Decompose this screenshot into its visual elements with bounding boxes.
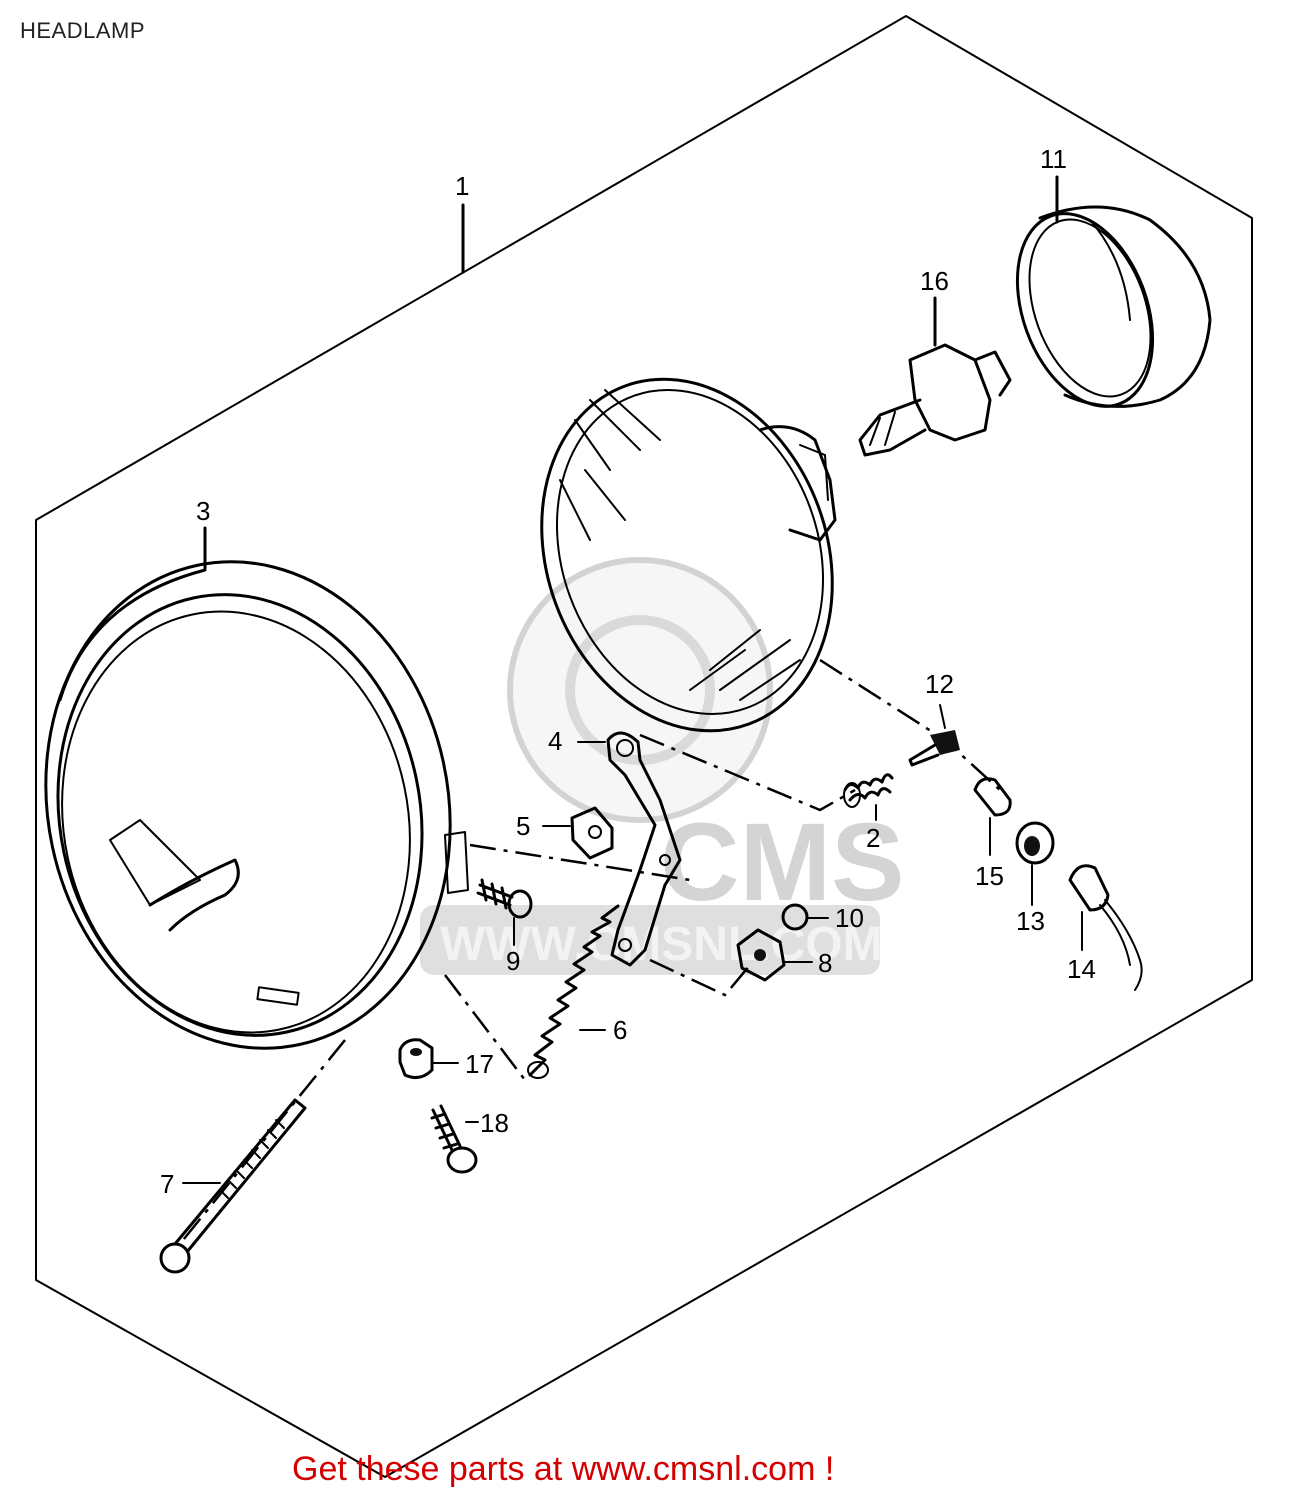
watermark-logo: CMS WWW.CMSNL.COM <box>420 557 904 975</box>
callout-labels: 1 2 3 4 5 6 7 8 9 10 11 12 13 14 15 16 1… <box>160 144 1096 1199</box>
screw-18 <box>430 1104 479 1174</box>
diagram-title: HEADLAMP <box>20 18 145 43</box>
headlamp-bulb <box>858 296 1012 457</box>
callout-7: 7 <box>160 1169 174 1199</box>
pilot-socket <box>1068 864 1143 991</box>
callout-2: 2 <box>866 823 880 853</box>
assembly-line-bolt <box>174 1039 346 1251</box>
callout-11: 11 <box>1040 144 1067 174</box>
headlamp-rim <box>44 526 469 1050</box>
callout-8: 8 <box>818 948 832 978</box>
callout-13: 13 <box>1016 906 1045 936</box>
callout-16: 16 <box>920 266 949 296</box>
collar-17 <box>398 1038 459 1080</box>
pilot-bulb <box>973 777 1012 856</box>
screw-9 <box>476 878 533 946</box>
callout-18: 18 <box>480 1108 509 1138</box>
nut-10 <box>781 903 829 931</box>
callout-3: 3 <box>196 496 210 526</box>
headlamp-housing-ring <box>1015 175 1212 408</box>
callout-10: 10 <box>835 903 864 933</box>
adjuster-bolt-long <box>159 1098 307 1274</box>
footer-promo-text: Get these parts at www.cmsnl.com ! <box>292 1450 834 1488</box>
callout-4: 4 <box>548 726 562 756</box>
assembly-line-screw <box>444 974 526 1081</box>
callout-14: 14 <box>1067 954 1096 984</box>
grommet <box>1015 821 1055 906</box>
assembly-line-nut <box>649 958 751 997</box>
callout-5: 5 <box>516 811 530 841</box>
adjuster-spring-small <box>843 773 894 821</box>
callout-9: 9 <box>506 946 520 976</box>
nut-8 <box>736 928 813 982</box>
assembly-line-bracket <box>469 843 691 882</box>
adjuster-spring-long <box>527 904 620 1079</box>
assembly-line-bulb <box>819 658 1001 791</box>
headlamp-unit <box>540 377 837 733</box>
callout-6: 6 <box>613 1015 627 1045</box>
callout-12: 12 <box>925 669 954 699</box>
adjuster-screw <box>908 704 960 767</box>
callout-15: 15 <box>975 861 1004 891</box>
nut-5 <box>542 806 614 860</box>
adjuster-bracket <box>577 731 682 967</box>
assembly-frame <box>35 15 1253 1478</box>
callout-1: 1 <box>455 171 469 201</box>
watermark-brand: CMS <box>660 801 904 924</box>
callout-17: 17 <box>465 1049 494 1079</box>
